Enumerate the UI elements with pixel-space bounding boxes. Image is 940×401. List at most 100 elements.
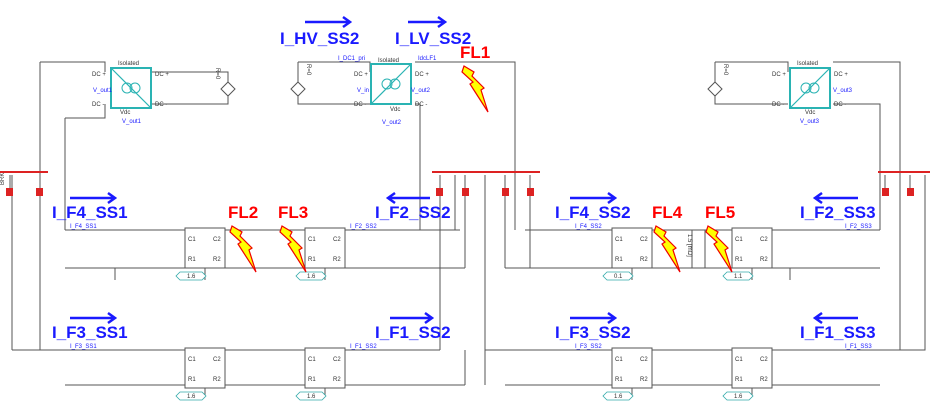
label-i-f2-ss2: I_F2_SS2 <box>375 203 451 222</box>
vdc-label: Vdc <box>120 110 130 116</box>
converter-ss1[interactable]: Isolated DC + DC - DC + DC - V_out1 Vdc … <box>92 61 169 125</box>
label-i-f1-ss2: I_F1_SS2 <box>375 323 451 342</box>
pin-label: R2 <box>640 257 648 263</box>
arrow-left-icon <box>385 191 430 205</box>
buses: BRK <box>0 171 930 196</box>
length-tag <box>602 391 634 401</box>
cable-length: 1.6 <box>187 394 196 400</box>
converter-ss1-wiring <box>11 61 229 351</box>
lightning-icon <box>653 225 681 273</box>
pin-label: C1 <box>735 237 743 243</box>
pin-label: C2 <box>333 237 341 243</box>
length-tag <box>602 271 634 281</box>
arrow-right-icon <box>408 15 448 29</box>
pin-label: R1 <box>308 377 316 383</box>
arrow-left-icon <box>812 311 858 325</box>
arrow-right-icon <box>70 191 118 205</box>
meter-f2-ss3: I_F2_SS3 <box>845 224 872 230</box>
label-i-f3-ss1: I_F3_SS1 <box>52 323 128 342</box>
source-label: R=0 <box>214 68 220 80</box>
fault-label-fl5: FL5 <box>705 203 735 222</box>
voltage-sources <box>220 81 723 97</box>
breakers[interactable] <box>6 188 914 196</box>
dc-out-neg: DC - <box>834 102 846 108</box>
meter-f3-ss1: I_F3_SS1 <box>70 344 97 350</box>
fault-label-fl4: FL4 <box>652 203 683 222</box>
cable-length: 0.1 <box>614 274 623 280</box>
pin-label: R1 <box>615 257 623 263</box>
length-tag <box>722 391 754 401</box>
arrow-right-icon <box>570 191 618 205</box>
pin-label: R2 <box>640 377 648 383</box>
dc-in-neg: DC - <box>92 102 104 108</box>
length-tag <box>295 391 327 401</box>
fault-label-fl1: FL1 <box>460 43 490 62</box>
pin-label: C2 <box>640 237 648 243</box>
lightning-icon <box>229 225 257 273</box>
label-i-f1-ss3: I_F1_SS3 <box>800 323 876 342</box>
dc-out-pos: DC + <box>155 72 169 78</box>
pin-label: R2 <box>760 257 768 263</box>
label-i-f2-ss3: I_F2_SS3 <box>800 203 876 222</box>
cable-length: 1.1 <box>734 274 743 280</box>
pin-label: C1 <box>735 357 743 363</box>
pin-label: C2 <box>640 357 648 363</box>
length-tag <box>295 271 327 281</box>
dc-out-pos: DC + <box>834 72 848 78</box>
pin-label: R2 <box>213 377 221 383</box>
pin-label: R1 <box>308 257 316 263</box>
vout-probe: V_out2 <box>382 120 402 126</box>
pin-label: C1 <box>188 357 196 363</box>
pin-label: C2 <box>760 237 768 243</box>
vdc-label: Vdc <box>805 110 815 116</box>
length-tag <box>175 271 207 281</box>
cable-length: 1.6 <box>307 274 316 280</box>
converter-ss3-wiring <box>714 61 926 351</box>
meter-f4-ss2: I_F4_SS2 <box>575 224 602 230</box>
converter-ss2[interactable]: Isolated DC + DC - DC + DC - V_in V_out2… <box>338 56 437 126</box>
label-i-hv-ss2: I_HV_SS2 <box>280 29 359 48</box>
pin-label: R1 <box>615 377 623 383</box>
vin-probe: V_in <box>357 88 369 94</box>
pin-label: C2 <box>333 357 341 363</box>
cable-network <box>9 175 911 395</box>
label-i-f4-ss1: I_F4_SS1 <box>52 203 128 222</box>
pin-label: R2 <box>333 377 341 383</box>
pin-label: R2 <box>760 377 768 383</box>
meter-f1-ss3: I_F1_SS3 <box>845 344 872 350</box>
meter-f2-ss2: I_F2_SS2 <box>350 224 377 230</box>
cable-length: 1.6 <box>187 274 196 280</box>
pin-label: R1 <box>188 257 196 263</box>
arrow-right-icon <box>390 311 435 325</box>
dc-out-neg: DC - <box>415 102 427 108</box>
pin-label: C2 <box>213 357 221 363</box>
pin-label: R1 <box>188 377 196 383</box>
converter-title: Isolated <box>378 58 399 64</box>
vout-probe: V_out3 <box>800 119 820 125</box>
source-label: R=0 <box>722 64 728 76</box>
source-label: R=0 <box>305 64 311 76</box>
label-i-lv-ss2: I_LV_SS2 <box>395 29 471 48</box>
arrow-right-icon <box>305 15 353 29</box>
length-tag <box>722 271 754 281</box>
dc-in-pos: DC + <box>92 72 106 78</box>
pin-label: C2 <box>760 357 768 363</box>
meter-in: I_DC1_pri <box>338 56 365 62</box>
pin-label: R2 <box>333 257 341 263</box>
pin-label: C2 <box>213 237 221 243</box>
pin-label: C1 <box>615 357 623 363</box>
converter-ss2-wiring <box>297 61 516 231</box>
meter-f1-ss2: I_F1_SS2 <box>350 344 377 350</box>
converter-ss3[interactable]: Isolated DC + DC - DC + DC - V_out3 Vdc … <box>772 61 853 125</box>
pin-label: C1 <box>308 237 316 243</box>
dc-in-neg: DC - <box>354 102 366 108</box>
